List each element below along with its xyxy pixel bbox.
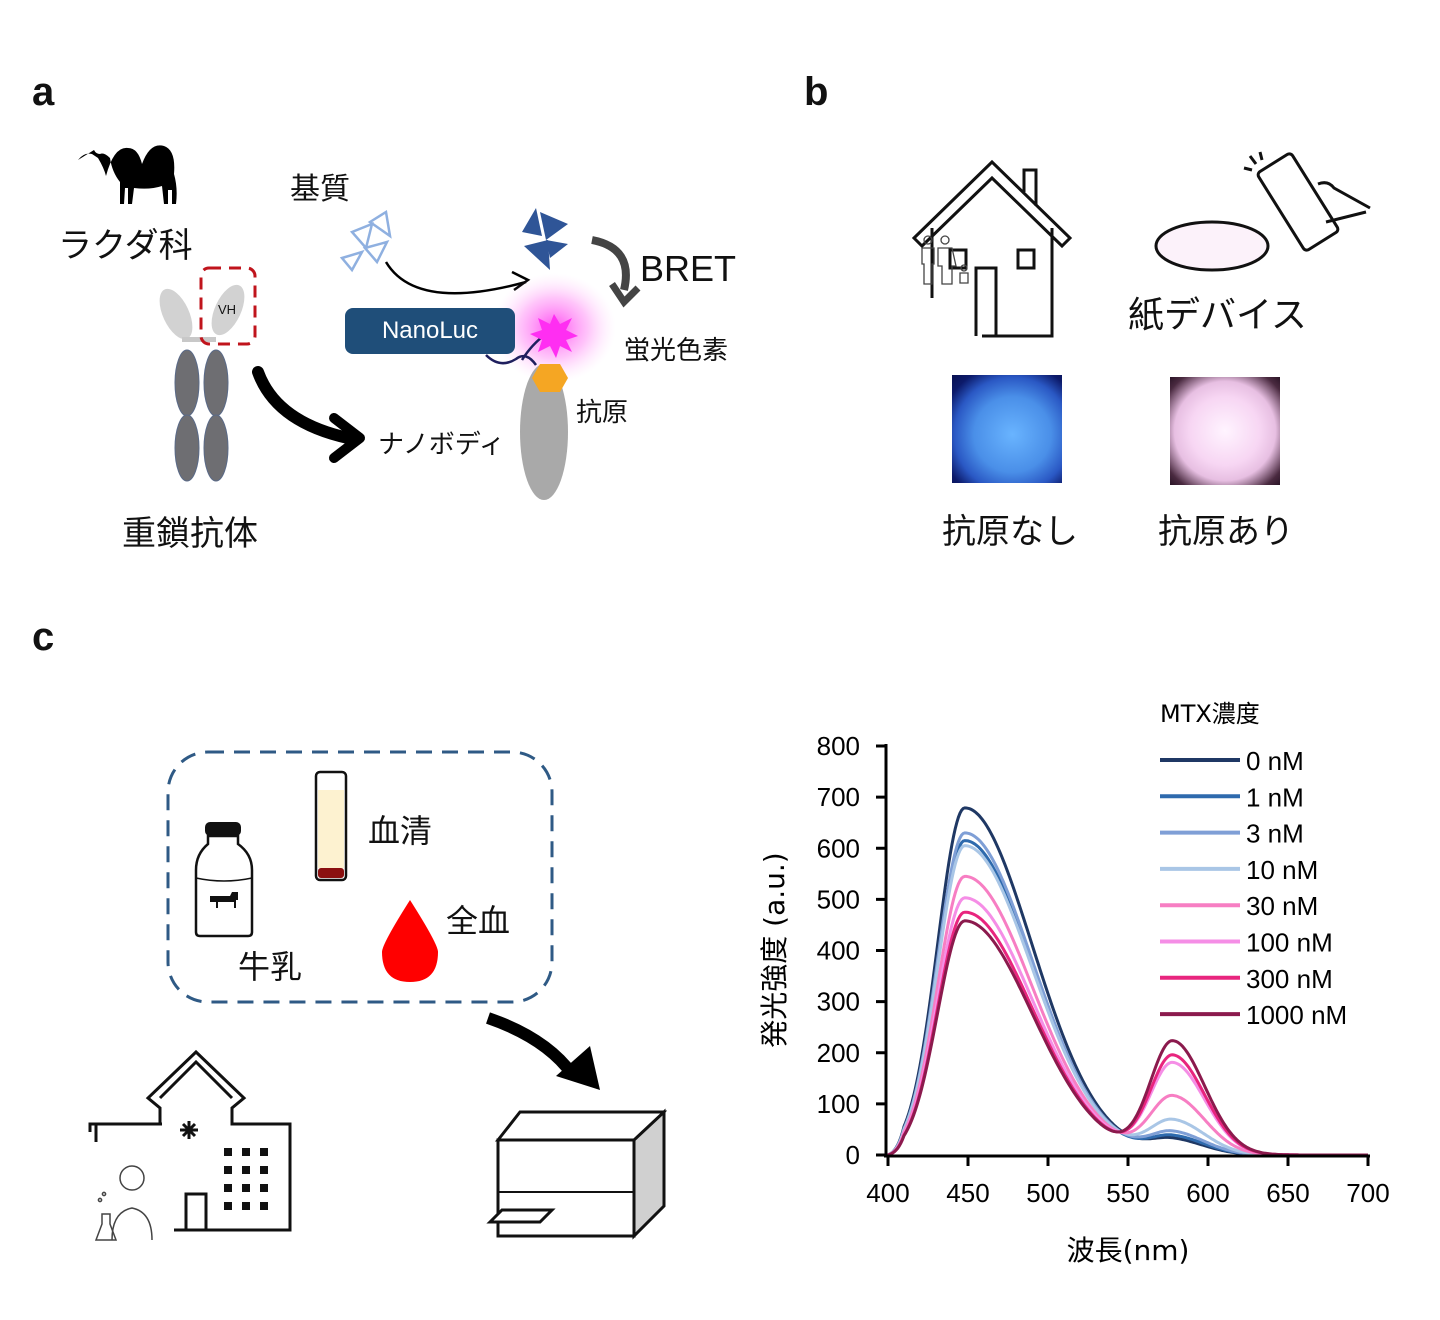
substrate-label: 基質 (290, 172, 350, 207)
plate-reader-icon (486, 1108, 668, 1240)
paper-device-label: 紙デバイス (1128, 295, 1307, 336)
fluorophore-icon (530, 314, 578, 358)
y-axis-label: 発光強度 (a.u.) (758, 852, 791, 1047)
fluorophore-label: 蛍光色素 (624, 336, 729, 366)
no-antigen-photo (952, 375, 1062, 483)
y-tick-label: 200 (817, 1038, 860, 1068)
legend-label: 100 nM (1246, 928, 1333, 958)
hospital-icon (88, 1049, 292, 1232)
blood-drop-icon (382, 900, 438, 982)
antigen-label: 抗原 (576, 398, 629, 428)
panel-b-diagram (911, 151, 1371, 338)
serum-tube-icon (314, 770, 348, 882)
substrate-icon (339, 209, 392, 273)
x-tick-label: 650 (1266, 1178, 1309, 1208)
legend-label: 300 nM (1246, 964, 1333, 994)
arrow-to-nanobody-icon (252, 366, 365, 463)
legend-label: 1000 nM (1246, 1000, 1347, 1030)
panel-a-diagram (78, 145, 641, 500)
legend-label: 0 nM (1246, 746, 1304, 776)
x-tick-label: 600 (1186, 1178, 1229, 1208)
vh-label: VH (218, 302, 237, 317)
y-tick-label: 400 (817, 936, 860, 966)
y-tick-label: 600 (817, 833, 860, 863)
scientist-icon (94, 1165, 153, 1241)
antigen-carrier-icon (520, 364, 568, 500)
x-axis-label: 波長(nm) (1067, 1234, 1190, 1267)
panel-label-c: c (32, 615, 55, 659)
y-tick-label: 0 (846, 1140, 860, 1170)
antigen-icon (532, 364, 568, 392)
bret-label: BRET (640, 248, 737, 289)
y-tick-label: 500 (817, 884, 860, 914)
legend-label: 1 nM (1246, 782, 1304, 812)
panel-label-b: b (804, 70, 829, 114)
camelid-label: ラクダ科 (58, 226, 193, 266)
legend-label: 30 nM (1246, 891, 1318, 921)
arrow-to-reader-icon (486, 1012, 600, 1090)
heavy-chain-antibody-label: 重鎖抗体 (122, 514, 258, 554)
milk-bottle-icon (194, 822, 254, 938)
y-tick-label: 700 (817, 782, 860, 812)
product-icon (522, 208, 568, 270)
x-tick-label: 500 (1026, 1178, 1069, 1208)
smartphone-icon (1243, 151, 1371, 252)
y-tick-label: 300 (817, 987, 860, 1017)
y-tick-label: 100 (817, 1089, 860, 1119)
legend-title: MTX濃度 (1160, 700, 1260, 728)
vh-highlight-box (199, 266, 257, 346)
bret-arrow-icon (591, 236, 641, 308)
serum-label: 血清 (368, 812, 433, 850)
paper-device-icon (1154, 220, 1270, 272)
milk-label: 牛乳 (238, 948, 303, 986)
panel-label-a: a (32, 70, 55, 114)
legend-label: 10 nM (1246, 855, 1318, 885)
legend: 0 nM 1 nM 3 nM 10 nM 30 nM 100 nM 300 nM 1000 n… (1160, 746, 1347, 1030)
nanobody-label: ナノボディ (378, 430, 505, 460)
x-ticks: 400 450 500 550 600 650 700 (866, 1156, 1390, 1208)
sample-group-box (166, 750, 554, 1004)
whole-blood-label: 全血 (446, 902, 511, 940)
no-antigen-label: 抗原なし (942, 512, 1078, 552)
camel-icon (78, 145, 177, 204)
x-tick-label: 400 (866, 1178, 909, 1208)
hospital-windows (224, 1148, 268, 1210)
with-antigen-label: 抗原あり (1158, 512, 1294, 552)
heavy-chain-antibody-icon (159, 266, 257, 482)
x-tick-label: 450 (946, 1178, 989, 1208)
family-icon (921, 235, 969, 285)
panel-c-diagram (88, 750, 668, 1241)
x-tick-label: 550 (1106, 1178, 1149, 1208)
y-ticks: 0 100 200 300 400 500 600 700 800 (817, 731, 886, 1170)
nanoluc-box: NanoLuc (345, 308, 515, 354)
x-tick-label: 700 (1346, 1178, 1389, 1208)
series-line-1nm (887, 839, 1368, 1157)
with-antigen-photo (1170, 377, 1280, 485)
substrate-arrow-icon (384, 261, 527, 295)
legend-label: 3 nM (1246, 819, 1304, 849)
y-tick-label: 800 (817, 731, 860, 761)
